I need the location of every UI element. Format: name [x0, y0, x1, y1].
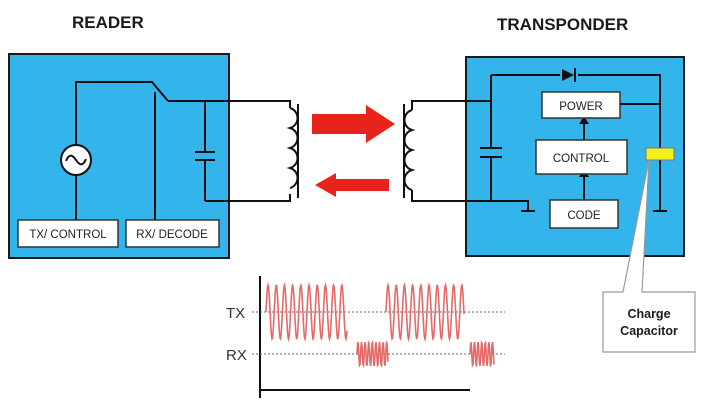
rx-decode-label: RX/ DECODE [136, 229, 208, 241]
transponder-title: TRANSPONDER [497, 15, 628, 34]
arrow-up-icon [579, 116, 589, 124]
tx-wave-burst-1 [265, 281, 348, 343]
rx-label: RX [226, 347, 247, 364]
transponder-coil [403, 100, 491, 202]
charge-capacitor-callout: Charge Capacitor [602, 159, 696, 353]
tx-control-label: TX/ CONTROL [29, 229, 107, 241]
callout-line2: Capacitor [620, 324, 678, 338]
tx-label: TX [226, 305, 245, 322]
rx-wave-burst-2 [469, 339, 495, 369]
code-label: CODE [567, 210, 601, 222]
reader-circuit [75, 81, 291, 220]
diode-icon [562, 68, 576, 82]
rx-decode-box: RX/ DECODE [125, 219, 220, 248]
control-label: CONTROL [553, 153, 610, 165]
tx-control-box: TX/ CONTROL [17, 219, 119, 248]
charge-capacitor [645, 147, 675, 161]
ac-source-icon [60, 144, 92, 176]
code-box: CODE [549, 199, 619, 229]
power-label: POWER [559, 101, 602, 113]
tx-wave-burst-2 [385, 281, 465, 343]
control-box: CONTROL [535, 139, 628, 175]
transponder-circuit [480, 74, 667, 212]
arrow-right-icon [312, 105, 395, 143]
callout-line1: Charge [627, 307, 670, 321]
rx-wave-burst-1 [356, 339, 389, 369]
power-box: POWER [541, 91, 621, 119]
reader-title: READER [72, 13, 144, 32]
reader-coil [286, 104, 299, 198]
signal-timing-diagram: TX RX [226, 276, 505, 398]
arrow-left-icon [315, 173, 389, 197]
